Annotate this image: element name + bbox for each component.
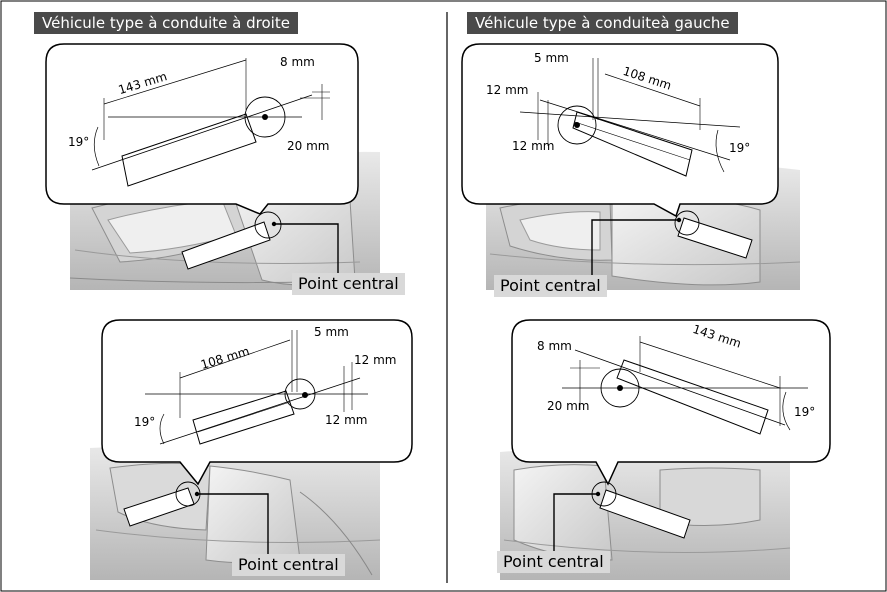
callout-left-bottom: 143 mm 8 mm 20 mm 19° [511, 319, 831, 486]
dim-offset-c-right-bottom: 12 mm [325, 413, 367, 427]
center-point-label-left-top: Point central [494, 275, 607, 297]
headlight-photo-right-bottom [90, 444, 381, 580]
callout-right-bottom: 108 mm 5 mm 12 mm 12 mm 19° [101, 319, 413, 486]
aim-rect-right-top [181, 211, 339, 276]
dim-offset-b-right-top: 20 mm [287, 139, 329, 153]
header-right-drive: Véhicule type à conduite à droite [34, 12, 298, 34]
center-point-label-right-top: Point central [292, 273, 405, 295]
header-left-drive: Véhicule type à conduiteà gauche [467, 12, 738, 34]
dim-offset-a-right-bottom: 5 mm [314, 325, 349, 339]
dim-offset-b-left-bottom: 20 mm [547, 399, 589, 413]
dim-offset-b-left-top: 12 mm [486, 83, 528, 97]
dim-angle-right-bottom: 19° [134, 415, 155, 429]
aim-rect-left-bottom [553, 481, 691, 556]
callout-left-top: 108 mm 5 mm 12 mm 12 mm 19° [461, 43, 779, 218]
dim-offset-c-left-top: 12 mm [512, 139, 554, 153]
dim-offset-a-left-top: 5 mm [534, 51, 569, 65]
dim-angle-right-top: 19° [68, 135, 89, 149]
center-point-label-right-bottom: Point central [232, 554, 345, 576]
callout-right-top: 143 mm 8 mm 20 mm 19° [45, 43, 359, 215]
dim-angle-left-top: 19° [729, 141, 750, 155]
dim-offset-a-left-bottom: 8 mm [537, 339, 572, 353]
dim-offset-a-right-top: 8 mm [280, 55, 315, 69]
center-point-label-left-bottom: Point central [497, 551, 610, 573]
dim-angle-left-bottom: 19° [794, 405, 815, 419]
aim-rect-right-bottom [123, 481, 269, 560]
aim-rect-left-top [591, 210, 753, 282]
dim-offset-b-right-bottom: 12 mm [354, 353, 396, 367]
